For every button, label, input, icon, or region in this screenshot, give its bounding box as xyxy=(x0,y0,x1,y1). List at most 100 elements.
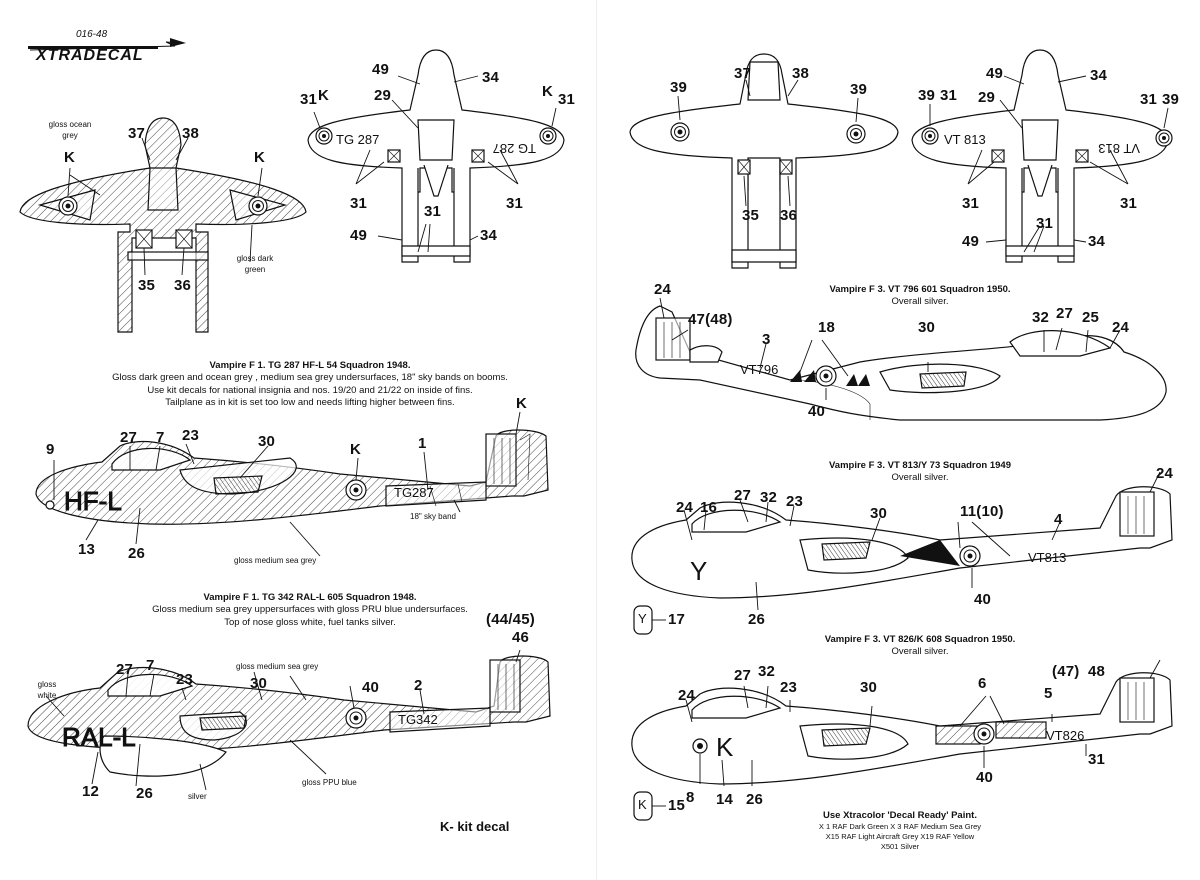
label-35: 35 xyxy=(138,277,156,294)
label-36: 36 xyxy=(780,207,798,224)
vt796-top-view xyxy=(629,53,899,269)
label-49: 49 xyxy=(962,233,980,250)
reg-vt813-underside-mirror: VT 813 xyxy=(1098,141,1140,156)
callout-gloss-ocean-grey: gloss ocean grey xyxy=(48,120,92,140)
label-k: K xyxy=(516,395,528,412)
label-39: 39 xyxy=(1162,91,1180,108)
vt813-underside-view: VT 813 VT 813 xyxy=(911,49,1173,263)
caption-vt796-title: Vampire F 3. VT 796 601 Squadron 1950. xyxy=(829,284,1011,295)
label-k: K xyxy=(254,149,266,166)
label-12: 12 xyxy=(82,783,100,800)
caption-vt813-line: Overall silver. xyxy=(891,472,949,484)
caption-tg342-line: Top of nose gloss white, fuel tanks silv… xyxy=(224,616,396,628)
paint-guide-line: X 1 RAF Dark Green X 3 RAF Medium Sea Gr… xyxy=(818,822,982,832)
label-18: 18 xyxy=(818,319,836,336)
label-48: 48 xyxy=(1088,663,1106,680)
label-32: 32 xyxy=(760,489,778,506)
label-49: 49 xyxy=(986,65,1004,82)
label-15: 15 xyxy=(668,797,686,814)
caption-vt826-line: Overall silver. xyxy=(891,646,949,658)
label-16: 16 xyxy=(700,499,718,516)
label-31: 31 xyxy=(1088,751,1106,768)
label-13: 13 xyxy=(78,541,96,558)
reg-vt813-side: VT813 xyxy=(1028,550,1066,565)
label-30: 30 xyxy=(250,675,268,692)
vt813-side-view: VT813 Y xyxy=(631,471,1173,635)
caption-vt813: Vampire F 3. VT 813/Y 73 Squadron 1949 O… xyxy=(760,460,1080,485)
label-k: K xyxy=(318,87,330,104)
xtradecal-logo xyxy=(28,38,186,51)
label-31: 31 xyxy=(962,195,980,212)
label-k: K xyxy=(350,441,362,458)
label-25: 25 xyxy=(1082,309,1100,326)
label-36: 36 xyxy=(174,277,192,294)
reg-vt826-side: VT826 xyxy=(1046,728,1084,743)
label-1: 1 xyxy=(418,435,427,452)
callout-gloss-medium-sea-grey: gloss medium sea grey xyxy=(234,556,317,565)
caption-vt796: Vampire F 3. VT 796 601 Squadron 1950. O… xyxy=(760,284,1080,309)
tg287-side-view: TG287 HF-L xyxy=(35,411,549,557)
paint-guide-line: X15 RAF Light Aircraft Grey X19 RAF Yell… xyxy=(825,832,975,842)
caption-tg287-line: Gloss dark green and ocean grey , medium… xyxy=(112,372,508,384)
label-14: 14 xyxy=(716,791,734,808)
code-ral-l: RAL-L xyxy=(62,722,136,752)
label-26: 26 xyxy=(746,791,764,808)
label-24: 24 xyxy=(1156,465,1174,482)
label-31: 31 xyxy=(350,195,368,212)
caption-tg342: Vampire F 1. TG 342 RAL-L 605 Squadron 1… xyxy=(60,592,560,629)
label-k: K xyxy=(542,83,554,100)
label-7: 7 xyxy=(156,429,165,446)
code-k-decal: K xyxy=(638,797,647,812)
label-31: 31 xyxy=(558,91,576,108)
callout-gloss-white: gloss white xyxy=(37,680,57,700)
reg-tg287-side: TG287 xyxy=(394,485,434,500)
label-29: 29 xyxy=(978,89,996,106)
vt796-side-view: VT796 xyxy=(635,297,1167,421)
label-26: 26 xyxy=(748,611,766,628)
label-31: 31 xyxy=(1120,195,1138,212)
label-35: 35 xyxy=(742,207,760,224)
label-23: 23 xyxy=(780,679,798,696)
callout-gloss-dark-green: gloss dark green xyxy=(236,254,274,274)
caption-vt826-title: Vampire F 3. VT 826/K 608 Squadron 1950. xyxy=(824,634,1016,645)
brand-code: 016-48 xyxy=(76,29,108,40)
label-39: 39 xyxy=(850,81,868,98)
label-31: 31 xyxy=(1140,91,1158,108)
label-31: 31 xyxy=(940,87,958,104)
label-27: 27 xyxy=(116,661,134,678)
caption-tg342-title: Vampire F 1. TG 342 RAL-L 605 Squadron 1… xyxy=(203,592,417,603)
label-34: 34 xyxy=(482,69,500,86)
label-32: 32 xyxy=(1032,309,1050,326)
label-24: 24 xyxy=(1112,319,1130,336)
label-30: 30 xyxy=(258,433,276,450)
label-23: 23 xyxy=(182,427,200,444)
label-40: 40 xyxy=(974,591,992,608)
paint-guide-title: Use Xtracolor 'Decal Ready' Paint. xyxy=(823,810,977,821)
label-3: 3 xyxy=(762,331,771,348)
label-6: 6 xyxy=(978,675,987,692)
label-5: 5 xyxy=(1044,685,1053,702)
legend-k-kit-decal: K- kit decal xyxy=(440,819,510,834)
sheet-fold xyxy=(596,0,597,880)
tg287-top-view xyxy=(19,117,307,333)
callout-silver: silver xyxy=(188,792,207,801)
label-34: 34 xyxy=(480,227,498,244)
label-49: 49 xyxy=(350,227,368,244)
label-46: 46 xyxy=(512,629,530,646)
code-y-side: Y xyxy=(690,556,707,586)
label-24: 24 xyxy=(678,687,696,704)
caption-tg287-line: Use kit decals for national insignia and… xyxy=(147,384,473,396)
label-37: 37 xyxy=(734,65,752,82)
label-26: 26 xyxy=(128,545,146,562)
label-27: 27 xyxy=(1056,305,1074,322)
code-y-decal: Y xyxy=(638,611,647,626)
label-7: 7 xyxy=(146,657,155,674)
label-38: 38 xyxy=(792,65,810,82)
caption-tg342-line: Gloss medium sea grey uppersurfaces with… xyxy=(152,604,468,616)
label-4: 4 xyxy=(1054,511,1063,528)
label-32: 32 xyxy=(758,663,776,680)
label-39: 39 xyxy=(918,87,936,104)
label-27: 27 xyxy=(734,487,752,504)
reg-tg287-underside-mirror: TG 287 xyxy=(493,141,536,156)
